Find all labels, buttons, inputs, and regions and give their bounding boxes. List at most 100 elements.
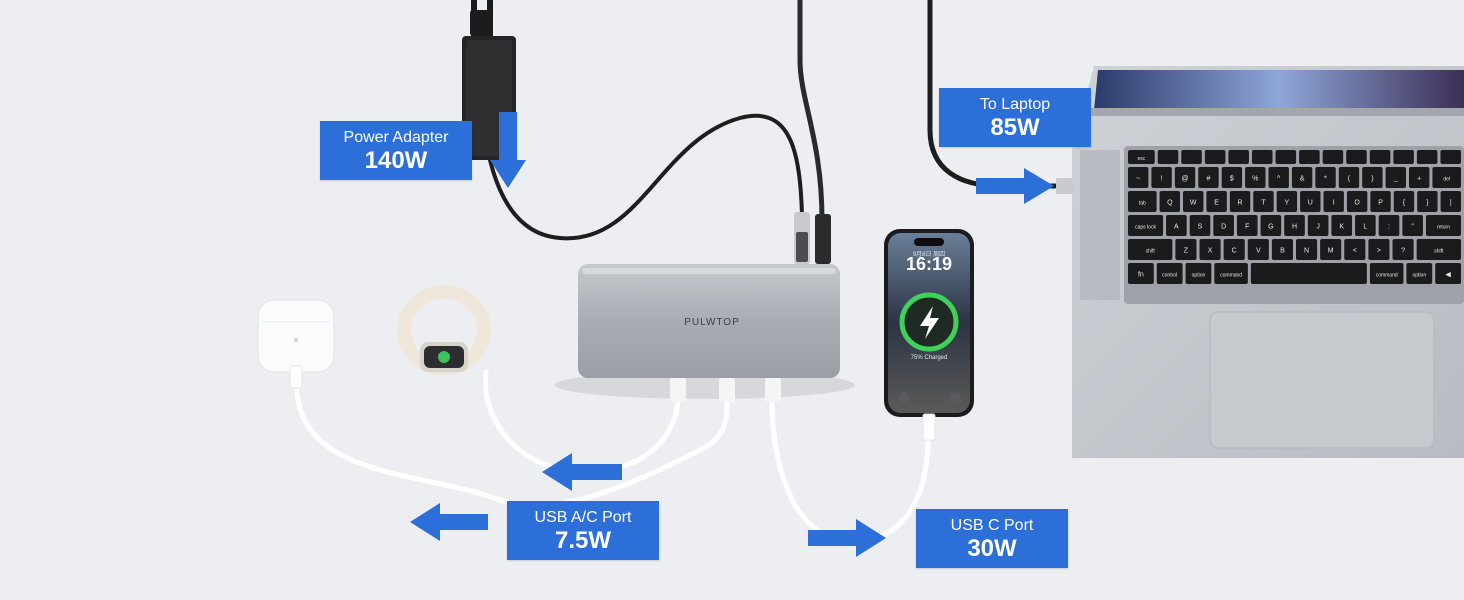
hub-brand: PULWTOP (684, 317, 740, 328)
keyboard-key-label: ? (1401, 248, 1405, 255)
keyboard-key-label: { (1403, 200, 1406, 207)
keyboard-key-label: command (1376, 273, 1398, 279)
keyboard-key: ! (1151, 167, 1172, 188)
keyboard-key-label: W (1190, 200, 1197, 207)
keyboard-key: ~ (1128, 167, 1149, 188)
keyboard-key: I (1323, 191, 1344, 212)
keyboard-key: N (1296, 239, 1318, 260)
keyboard-key: U (1300, 191, 1321, 212)
keyboard-key: W (1183, 191, 1204, 212)
keyboard-key: Z (1175, 239, 1197, 260)
keyboard-key (1416, 150, 1438, 164)
keyboard-key-label: command (1220, 273, 1242, 279)
keyboard-key: R (1229, 191, 1251, 212)
usb-ac-port-value: 7.5W (554, 526, 611, 554)
camera-icon (949, 392, 961, 404)
keyboard-key: { (1393, 191, 1415, 212)
keyboard-key-label: return (1437, 225, 1450, 231)
keyboard-key (1440, 150, 1461, 164)
keyboard-key: M (1320, 239, 1342, 260)
keyboard-key-label: F (1245, 224, 1249, 231)
keyboard-key: ( (1338, 167, 1360, 188)
keyboard-key-label: G (1268, 224, 1273, 231)
keyboard-key: command (1369, 263, 1404, 284)
laptop-screen (1094, 70, 1464, 110)
keyboard-key: : (1378, 215, 1400, 236)
keyboard-key (1322, 150, 1344, 164)
keyboard-key-label: ! (1161, 176, 1163, 183)
keyboard-key: option (1185, 263, 1212, 284)
keyboard-key: > (1368, 239, 1390, 260)
keyboard-key: del (1432, 167, 1461, 188)
keyboard-key-label: N (1304, 248, 1309, 255)
keyboard-key: G (1260, 215, 1282, 236)
keyboard-key: < (1344, 239, 1366, 260)
keyboard-key-label: V (1256, 248, 1261, 255)
keyboard-key-label: tab (1139, 201, 1146, 207)
keyboard-key-label: Z (1184, 248, 1189, 255)
keyboard-key-label: : (1388, 224, 1390, 231)
keyboard-key-label: S (1198, 224, 1203, 231)
keyboard-key (1157, 150, 1179, 164)
keyboard-key-label: Q (1167, 200, 1173, 207)
power-adapter-label: Power Adapter 140W (320, 121, 472, 180)
keyboard-key: $ (1221, 167, 1243, 188)
keyboard-key-label: > (1377, 248, 1381, 255)
keyboard-key: tab (1128, 191, 1157, 212)
keyboard-key-label: H (1292, 224, 1297, 231)
keyboard-key: A (1166, 215, 1187, 236)
arrow-left-icon (542, 453, 622, 491)
keyboard-key: L (1355, 215, 1376, 236)
keyboard-key-label: M (1328, 248, 1334, 255)
keyboard-key-label: shift (1434, 249, 1444, 255)
keyboard-key: D (1213, 215, 1234, 236)
to-laptop-label: To Laptop 85W (939, 88, 1091, 147)
usb-ac-port-label: USB A/C Port 7.5W (507, 501, 659, 560)
keyboard-key: E (1206, 191, 1227, 212)
keyboard-key-label: } (1426, 200, 1429, 207)
keyboard-key: J (1307, 215, 1329, 236)
arrow-left-icon (410, 503, 488, 541)
airpods-case (257, 299, 335, 389)
top-cable (797, 0, 825, 223)
keyboard-key: return (1425, 215, 1461, 236)
keyboard-key-label: option (1192, 273, 1206, 279)
keyboard-key-label: B (1280, 248, 1285, 255)
keyboard-key: * (1315, 167, 1336, 188)
keyboard-key: command (1214, 263, 1248, 284)
keyboard-key-label: ) (1371, 176, 1373, 183)
keyboard-key-label: D (1221, 224, 1226, 231)
keyboard-key-label: X (1208, 248, 1213, 255)
keyboard-key-label: U (1308, 200, 1313, 207)
keyboard-key-label: ~ (1136, 176, 1140, 183)
lightning-bolt-icon (920, 306, 939, 339)
keyboard-key-label: ^ (1277, 176, 1281, 183)
keyboard-key: B (1271, 239, 1293, 260)
keyboard-key-label: I (1333, 200, 1335, 207)
phone-time: 16:19 (906, 254, 952, 274)
keyboard-key-label: * (1324, 176, 1327, 183)
keyboard-key: control (1156, 263, 1183, 284)
keyboard-key-label: R (1238, 200, 1243, 207)
keyboard-key: shift (1128, 239, 1173, 260)
keyboard-key-label: @ (1181, 176, 1188, 183)
power-adapter-title: Power Adapter (343, 128, 449, 146)
keyboard-key: # (1198, 167, 1219, 188)
keyboard-key: | (1440, 191, 1461, 212)
keyboard-key-label: $ (1230, 176, 1234, 183)
usb-c-port-label: USB C Port 30W (916, 509, 1068, 568)
keyboard-key-label: del (1443, 177, 1450, 183)
keyboard-key-label: control (1162, 273, 1177, 279)
keyboard-key: ? (1392, 239, 1414, 260)
keyboard-key: ) (1362, 167, 1383, 188)
keyboard-key-label: Y (1285, 200, 1290, 207)
keyboard-key: ^ (1268, 167, 1289, 188)
power-adapter-value: 140W (364, 146, 428, 174)
keyboard-key: K (1331, 215, 1353, 236)
keyboard-key-label: " (1411, 224, 1414, 231)
keyboard-key (1204, 150, 1226, 164)
keyboard-key: ◀ (1435, 263, 1461, 284)
keyboard-key: V (1247, 239, 1269, 260)
